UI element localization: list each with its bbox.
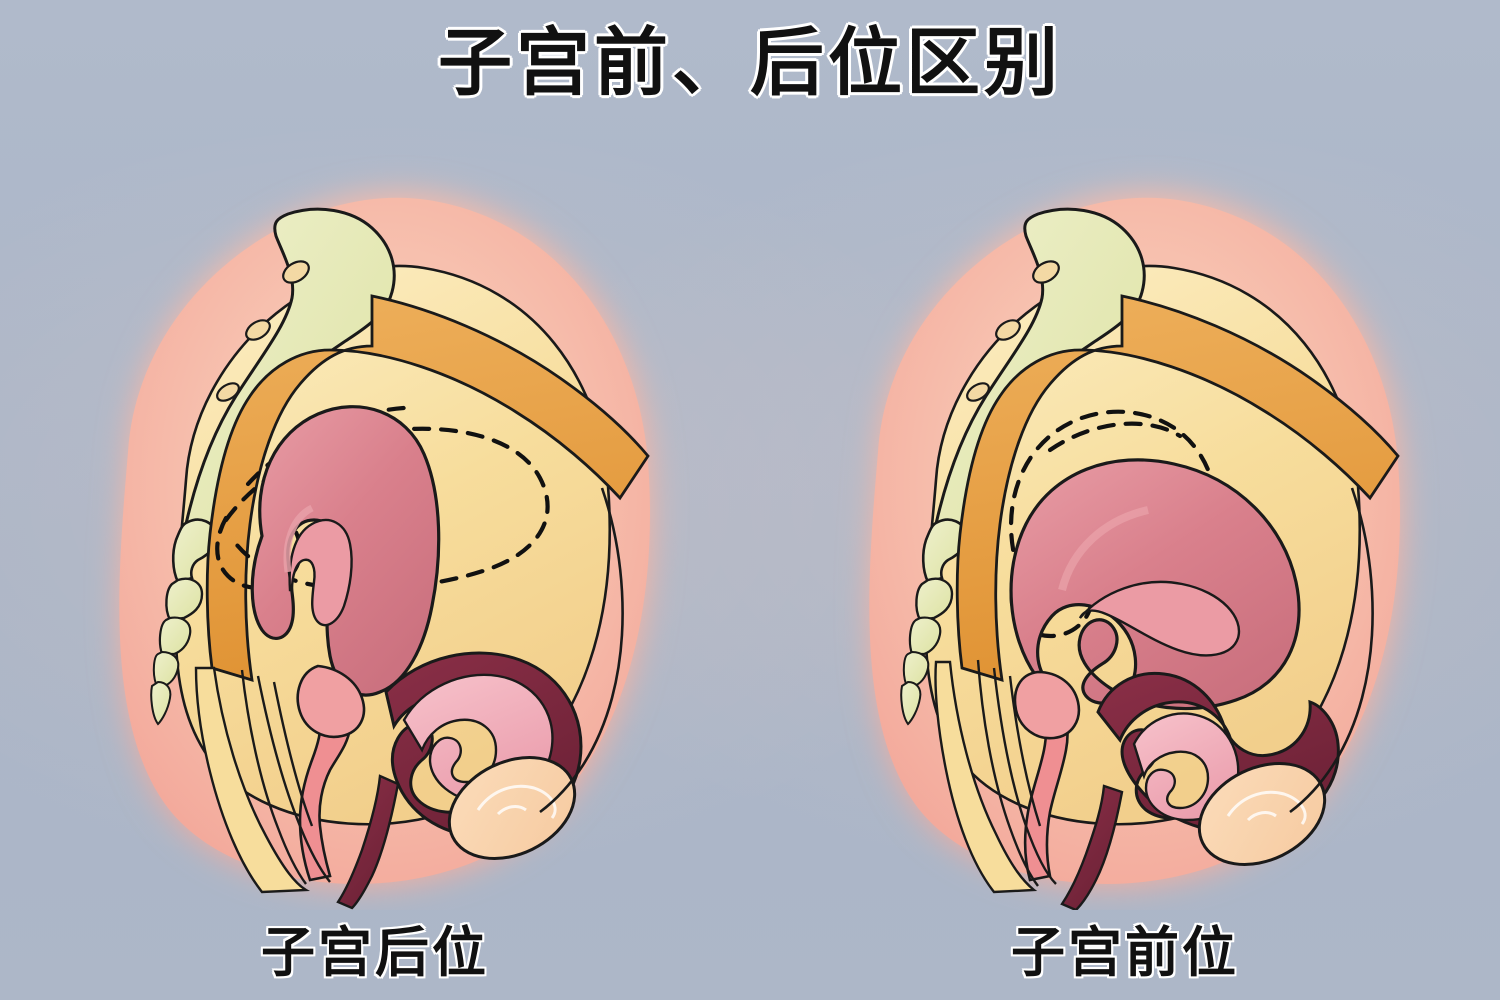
sagittal-pelvis-diagram-retroverted: [119, 192, 652, 910]
uterus-anteverted: [1009, 458, 1301, 711]
pelvic-floor-muscles: [976, 659, 1057, 887]
urethra: [336, 774, 400, 910]
sacral-foramen-icon: [995, 319, 1021, 341]
coccyx-bone: [150, 518, 218, 726]
abdominal-wall-contour: [1289, 487, 1374, 814]
rectum-colon: [955, 294, 1400, 682]
cervix: [296, 664, 366, 739]
uterine-cavity: [1078, 580, 1241, 657]
panel-retroverted: [0, 120, 750, 910]
pubic-bone: [1197, 762, 1327, 866]
cervix-and-vagina: [1013, 670, 1081, 882]
uterine-cavity: [288, 518, 353, 627]
abdominal-wall-contour: [539, 487, 624, 814]
sacral-foramen-icon: [1032, 260, 1060, 284]
sagittal-pelvis-diagram-anteverted: [869, 192, 1402, 910]
rectum-colon: [205, 294, 650, 682]
coccyx-bone: [900, 518, 968, 726]
sacral-foramen-icon: [282, 260, 310, 284]
uterus-retroverted: [250, 405, 441, 697]
sacral-foramen-icon: [245, 319, 271, 341]
caption-retroverted: 子宫后位: [261, 923, 489, 983]
page-title: 子宫前、后位区别: [438, 21, 1062, 104]
urethra: [1060, 784, 1124, 910]
caption-anteverted: 子宫前位: [1011, 923, 1239, 983]
panel-anteverted: [750, 120, 1500, 910]
pubic-bone: [447, 756, 577, 860]
cervix: [1013, 670, 1081, 740]
pelvic-floor-fill: [194, 666, 311, 894]
pelvic-floor-muscles: [240, 669, 331, 885]
bladder-lumen: [1132, 712, 1240, 822]
pelvic-floor-fill: [934, 660, 1038, 894]
cervix-and-vagina: [296, 664, 366, 882]
sacral-foramen-icon: [216, 382, 240, 402]
sacral-foramen-icon: [966, 382, 990, 402]
